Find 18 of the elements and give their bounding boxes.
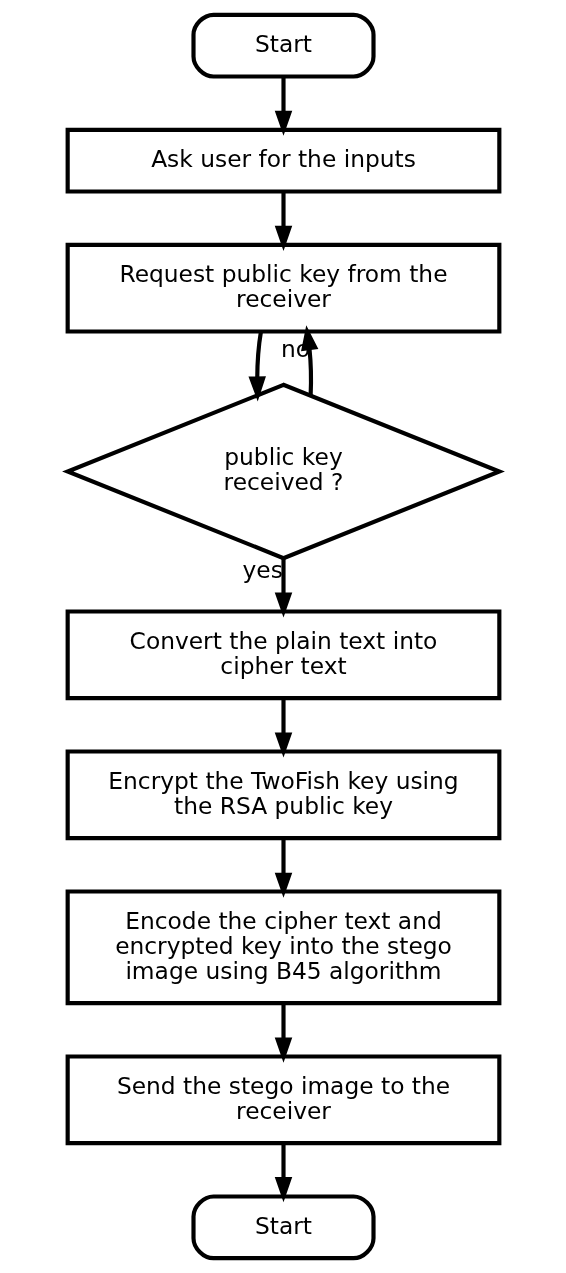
arrow xyxy=(274,1003,292,1063)
arrow xyxy=(247,331,266,402)
node-box: Convert the plain text into cipher text xyxy=(65,609,501,701)
arrow xyxy=(274,76,292,136)
arrow xyxy=(274,1143,292,1203)
node-box: Encode the cipher text and encrypted key into the stego image using B45 algorithm xyxy=(65,889,501,1006)
node-box: Request public key from the receiver xyxy=(65,242,501,334)
arrow xyxy=(274,191,292,251)
arrow xyxy=(274,838,292,898)
arrow xyxy=(300,325,318,396)
arrow xyxy=(274,558,292,618)
node-box: Start xyxy=(190,1194,376,1261)
node-box: Send the stego image to the receiver xyxy=(65,1054,501,1146)
node-diamond: public key received ? xyxy=(61,382,505,561)
arrow xyxy=(274,698,292,758)
node-box: Start xyxy=(190,12,376,79)
node-box: Encrypt the TwoFish key using the RSA public key xyxy=(65,749,501,841)
node-box: Ask user for the inputs xyxy=(65,127,501,194)
